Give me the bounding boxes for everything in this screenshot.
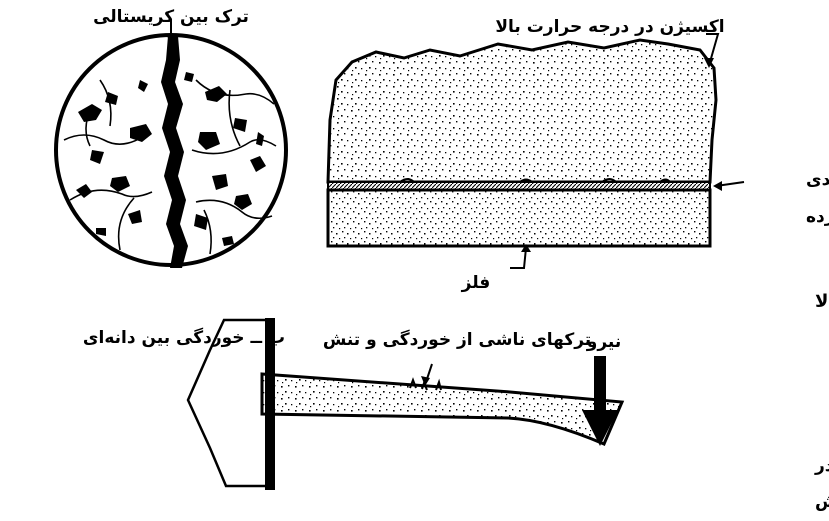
metal-base	[328, 190, 710, 246]
grain-structure-figure	[56, 20, 286, 268]
panel-c-caption-line2: اثر خوردگی و تنش	[815, 491, 829, 512]
oxygen-label: اکسیژن در درجه حرارت بالا	[495, 17, 724, 37]
force-arrow-shaft	[594, 356, 606, 414]
metal-label: فلز	[461, 273, 491, 293]
panel-b-caption: ب ــ خوردگی بین دانه‌ای	[83, 327, 285, 348]
oxygen-zone	[328, 40, 716, 182]
oxidation-figure	[328, 34, 744, 268]
intercrystalline-crack-label: ترک بین کریستالی	[93, 7, 249, 27]
force-label: نیرو	[586, 332, 621, 352]
panel-c-caption-line1: ج ــ ترک خوردن در	[814, 456, 829, 476]
stress-cracks-label: ترکهای ناشی از خوردگی و تنش	[323, 329, 591, 350]
oxide-layer-label: پوسته اکسیدی	[806, 170, 829, 190]
panel-a-caption: الف ــ خوردگی در درجه حرارت بالا	[815, 290, 829, 312]
beam	[262, 374, 622, 444]
cracked-label: ترک خورده	[806, 207, 829, 227]
